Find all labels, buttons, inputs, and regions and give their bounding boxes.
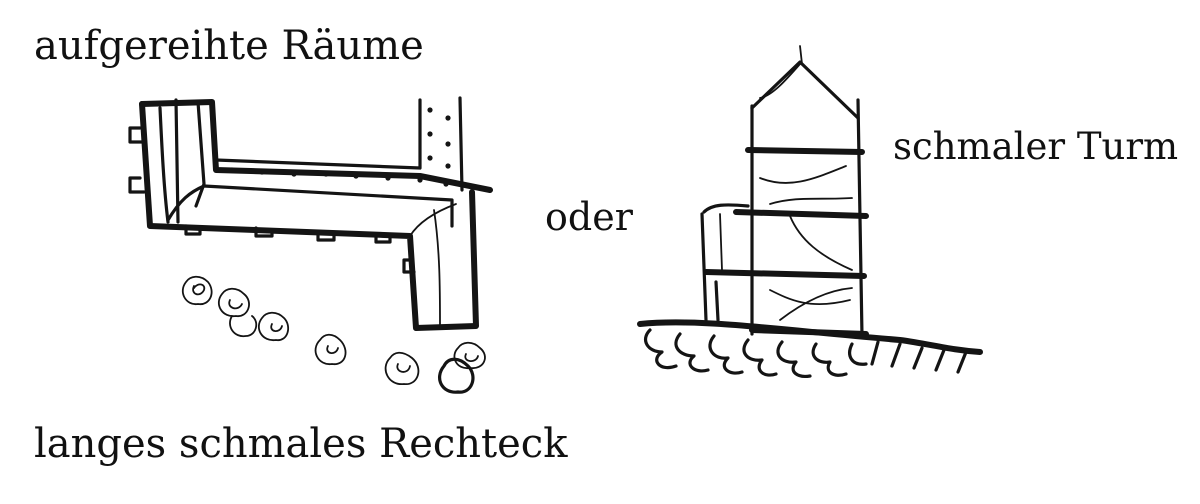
label-aufgereihte-raeume: aufgereihte Räume xyxy=(34,23,424,69)
label-schmaler-turm: schmaler Turm xyxy=(893,125,1179,168)
label-langes-schmales-rechteck: langes schmales Rechteck xyxy=(34,421,568,467)
narrow-tower-sketch xyxy=(637,45,983,378)
tree-scribbles xyxy=(181,275,486,394)
l-shaped-building-sketch xyxy=(128,96,493,331)
label-oder: oder xyxy=(545,195,633,239)
